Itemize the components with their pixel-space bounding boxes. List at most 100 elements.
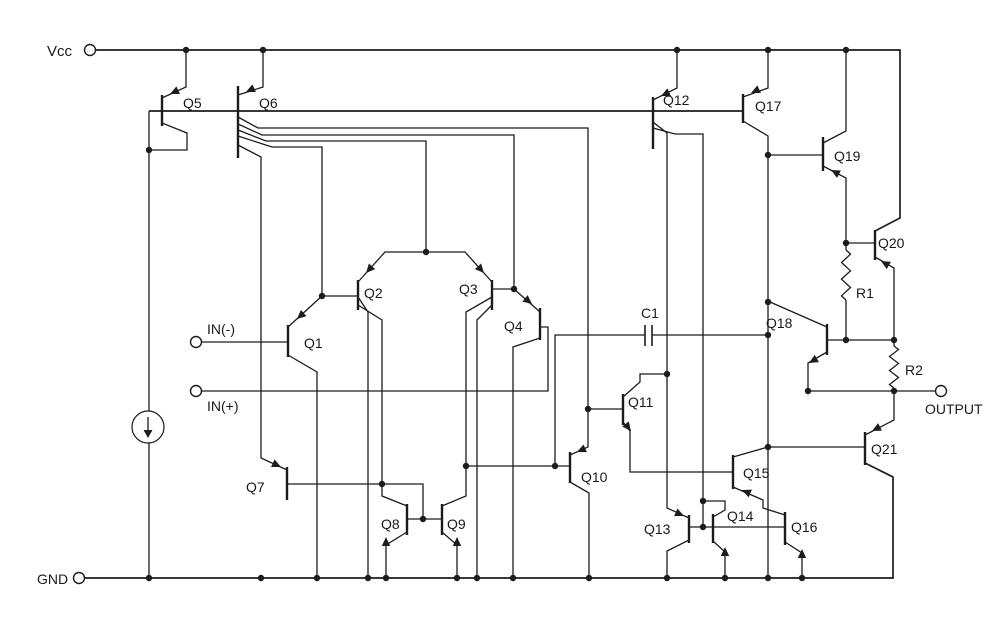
junction-dot [764,574,772,582]
wire-q3-colB [465,296,493,466]
junction-dot [419,515,427,523]
label-q17: Q17 [755,98,782,114]
junction-dot [318,292,326,300]
label-r2: R2 [905,362,923,378]
junction-dot [764,46,772,54]
label-q21: Q21 [871,441,898,457]
junction-dot [257,574,265,582]
junction-dot [764,298,772,306]
label-q14: Q14 [727,508,754,524]
resistor-r2 [888,345,900,389]
q19-emitter-arrow-icon [831,170,841,178]
label-q18: Q18 [766,315,793,331]
wire-q7-base [287,483,424,519]
label-q2: Q2 [364,285,383,301]
junction-dot [145,574,153,582]
junction-dot [364,574,372,582]
wire-q6-col4 [237,135,323,296]
junction-dot [382,574,390,582]
junction-dot [842,46,850,54]
label-q8: Q8 [381,516,400,532]
junction-dot [585,574,593,582]
wire-q10-collector [569,481,590,578]
q12-emitter-arrow-icon [661,88,671,97]
q14-emitter-arrow-icon [720,547,730,556]
label-output: OUTPUT [925,401,983,417]
junction-dot [462,462,470,470]
q2-emitter-arrow-icon [366,263,376,273]
q9-emitter-arrow-icon [452,537,462,546]
wire-q18-collector [769,301,828,328]
junction-dot [422,248,430,256]
junction-dot [890,336,898,344]
wire-q20-emitter [874,256,895,340]
label-gnd: GND [37,571,68,587]
junction-dot [378,480,386,488]
q20-emitter-arrow-icon [881,261,891,270]
terminal-output [934,384,948,398]
wire-vcc-rail [96,49,901,232]
label-q9: Q9 [447,516,466,532]
wire-q15-collector [732,446,769,458]
wire-q1-collector [287,354,318,578]
q8-emitter-arrow-icon [381,537,391,546]
junction-dot [764,151,772,159]
junction-dot [764,331,772,339]
wire-q17-collector-column [742,120,769,578]
terminal-vcc [83,43,97,57]
junction-dot [509,574,517,582]
q4-emitter-arrow-icon [522,295,532,304]
terminal-gnd [72,571,86,585]
junction-dot [182,46,190,54]
label-q7: Q7 [246,479,265,495]
junction-dot [699,523,707,531]
junction-dot [584,405,592,413]
wire-q1-emitter [287,295,323,328]
current-source-icon [131,410,165,444]
wire-q17-emitter [742,50,769,98]
label-q20: Q20 [878,235,905,251]
q1-emitter-arrow-icon [297,309,307,319]
label-in-plus: IN(+) [207,398,239,414]
q21-emitter-arrow-icon [872,423,882,431]
label-r1: R1 [856,285,874,301]
junction-dot [453,574,461,582]
junction-dot [798,574,806,582]
junction-dot [842,336,850,344]
label-q3: Q3 [459,281,478,297]
q17-emitter-arrow-icon [751,85,761,94]
q10-emitter-arrow-icon [577,444,587,453]
label-q6: Q6 [259,95,278,111]
wire-q8-collector [381,484,408,507]
terminal-in-minus [189,335,203,349]
label-q16: Q16 [791,519,818,535]
wire-q4-collector [512,337,541,578]
q5-emitter-arrow-icon [170,86,180,95]
current-source-arrow-icon [143,430,153,438]
wire-q6-emitter [237,50,264,96]
junction-dot [699,497,707,505]
label-q4: Q4 [504,318,523,334]
q16-emitter-arrow-icon [797,549,807,558]
junction-dot [721,574,729,582]
wire-q5-emitter [161,50,187,99]
wire-q13-collector [666,539,690,578]
label-q11: Q11 [628,394,654,410]
wire-q5-collector-loop [149,122,188,151]
resistor-r1 [840,249,852,301]
wire-in-plus-wire [202,326,549,392]
junction-dot [551,462,559,470]
label-vcc: Vcc [47,43,73,60]
wire-q6-col3 [237,129,427,252]
terminal-in-plus [189,384,203,398]
junction-dot [473,574,481,582]
label-q10: Q10 [581,469,608,485]
wire-q18-emitter [807,351,828,391]
label-q12: Q12 [663,92,690,108]
wire-q19-emitter [822,165,847,243]
wire-q11-collector [622,373,667,398]
junction-dot [259,46,267,54]
junction-dot [842,239,850,247]
